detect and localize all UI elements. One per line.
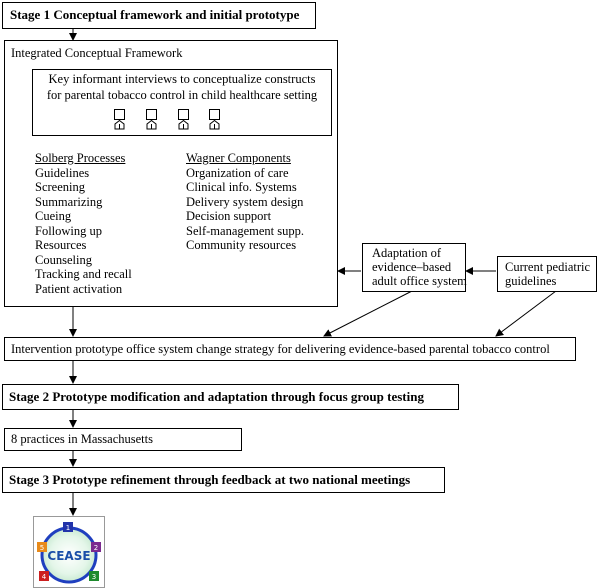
arrow-guidelines-to-prototype: [495, 290, 557, 337]
person-icon: [114, 109, 125, 130]
interviewee-icons: [114, 109, 220, 130]
practices-text: 8 practices in Massachusetts: [11, 432, 153, 446]
prototype-text: Intervention prototype office system cha…: [11, 342, 550, 356]
solberg-item: Counseling: [35, 252, 92, 267]
solberg-item: Cueing: [35, 209, 72, 223]
solberg-item: Summarizing: [35, 194, 103, 209]
adaptation-line2: evidence–based: [372, 260, 452, 274]
step-marker-1: 1: [63, 522, 73, 532]
adaptation-line3: adult office system: [372, 274, 467, 288]
solberg-list: Solberg Processes Guidelines Screening S…: [35, 151, 132, 296]
logo-text: CEASE: [47, 549, 90, 563]
guidelines-line1: Current pediatric: [505, 260, 591, 274]
stage3-box: Stage 3 Prototype refinement through fee…: [2, 467, 445, 493]
interviews-line2: for parental tobacco control in child he…: [46, 88, 318, 102]
person-icon: [209, 109, 220, 130]
wagner-item: Self-management supp.: [186, 223, 305, 238]
svg-text:5: 5: [40, 544, 44, 552]
solberg-item: Screening: [35, 180, 85, 194]
svg-text:4: 4: [42, 573, 47, 581]
svg-text:1: 1: [66, 524, 70, 532]
wagner-item: Organization of care: [186, 165, 289, 180]
arrow-adaptation-to-prototype: [323, 290, 413, 337]
cease-logo: 1 2 3 4 5 CEASE: [33, 516, 105, 588]
stage2-box: Stage 2 Prototype modification and adapt…: [2, 384, 459, 410]
wagner-heading: Wagner Components: [186, 151, 291, 165]
prototype-box: Intervention prototype office system cha…: [4, 337, 576, 361]
wagner-item: Decision support: [186, 209, 272, 223]
stage3-title: Stage 3 Prototype refinement through fee…: [9, 472, 411, 487]
interviews-line1: Key informant interviews to conceptualiz…: [48, 72, 316, 86]
solberg-item: Tracking and recall: [35, 267, 132, 281]
wagner-item: Clinical info. Systems: [186, 180, 297, 194]
adaptation-box: Adaptation of evidence–based adult offic…: [362, 243, 467, 292]
step-marker-3: 3: [89, 571, 99, 581]
step-marker-5: 5: [37, 542, 47, 552]
wagner-item: Community resources: [186, 238, 297, 252]
solberg-item: Resources: [35, 238, 87, 252]
stage2-title: Stage 2 Prototype modification and adapt…: [9, 389, 424, 404]
step-marker-4: 4: [39, 571, 49, 581]
solberg-heading: Solberg Processes: [35, 151, 126, 165]
cease-logo-graphic: 1 2 3 4 5 CEASE: [37, 522, 101, 584]
stage1-box: Stage 1 Conceptual framework and initial…: [2, 2, 316, 29]
svg-text:3: 3: [92, 573, 96, 581]
guidelines-line2: guidelines: [505, 274, 557, 288]
person-icon: [146, 109, 157, 130]
svg-text:2: 2: [94, 544, 98, 552]
wagner-list: Wagner Components Organization of care C…: [186, 151, 304, 253]
framework-box: Integrated Conceptual Framework Key info…: [4, 40, 338, 307]
guidelines-box: Current pediatric guidelines: [497, 256, 597, 292]
stage1-title: Stage 1 Conceptual framework and initial…: [10, 7, 300, 22]
step-marker-2: 2: [91, 542, 101, 552]
framework-title: Integrated Conceptual Framework: [11, 46, 183, 60]
person-icon: [178, 109, 189, 130]
interviews-box: Key informant interviews to conceptualiz…: [32, 69, 332, 136]
wagner-item: Delivery system design: [186, 194, 304, 209]
practices-box: 8 practices in Massachusetts: [4, 428, 242, 451]
solberg-item: Following up: [35, 223, 103, 238]
solberg-item: Guidelines: [35, 165, 90, 180]
adaptation-line1: Adaptation of: [372, 246, 442, 260]
solberg-item: Patient activation: [35, 281, 123, 296]
